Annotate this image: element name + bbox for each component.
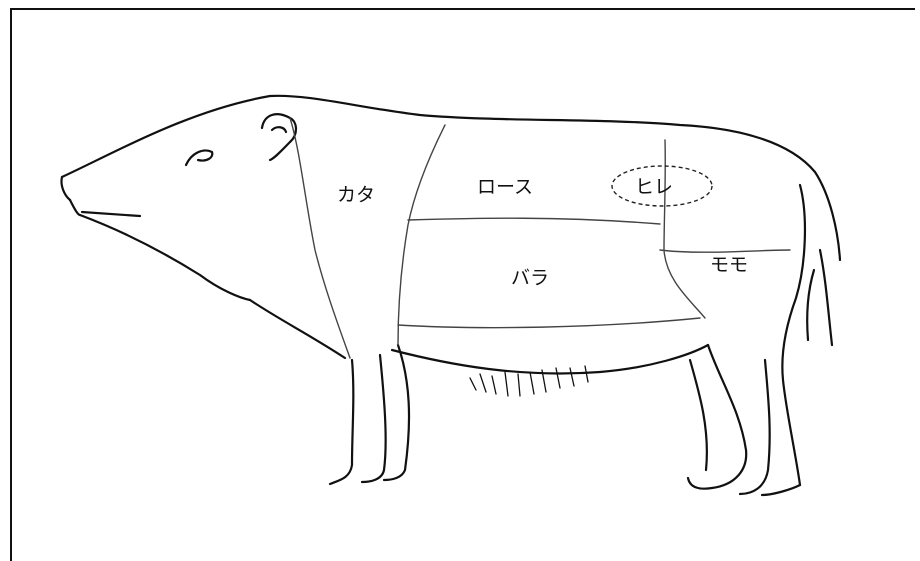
cut-boundaries: [289, 117, 791, 359]
cut-label-kata: カタ: [337, 184, 375, 206]
hire-region-outline: [611, 165, 713, 207]
eye-icon: [184, 149, 214, 167]
cut-label-rosu: ロース: [477, 176, 533, 198]
ear-icon: [260, 113, 298, 162]
cut-label-hire: ヒレ: [635, 176, 673, 198]
boar-outline: [60, 94, 842, 497]
frame-top-border: [10, 8, 915, 10]
cut-label-momo: モモ: [710, 254, 748, 276]
belly-hair: [469, 365, 589, 397]
cut-label-bara: バラ: [511, 267, 549, 289]
frame-left-border: [10, 8, 12, 561]
